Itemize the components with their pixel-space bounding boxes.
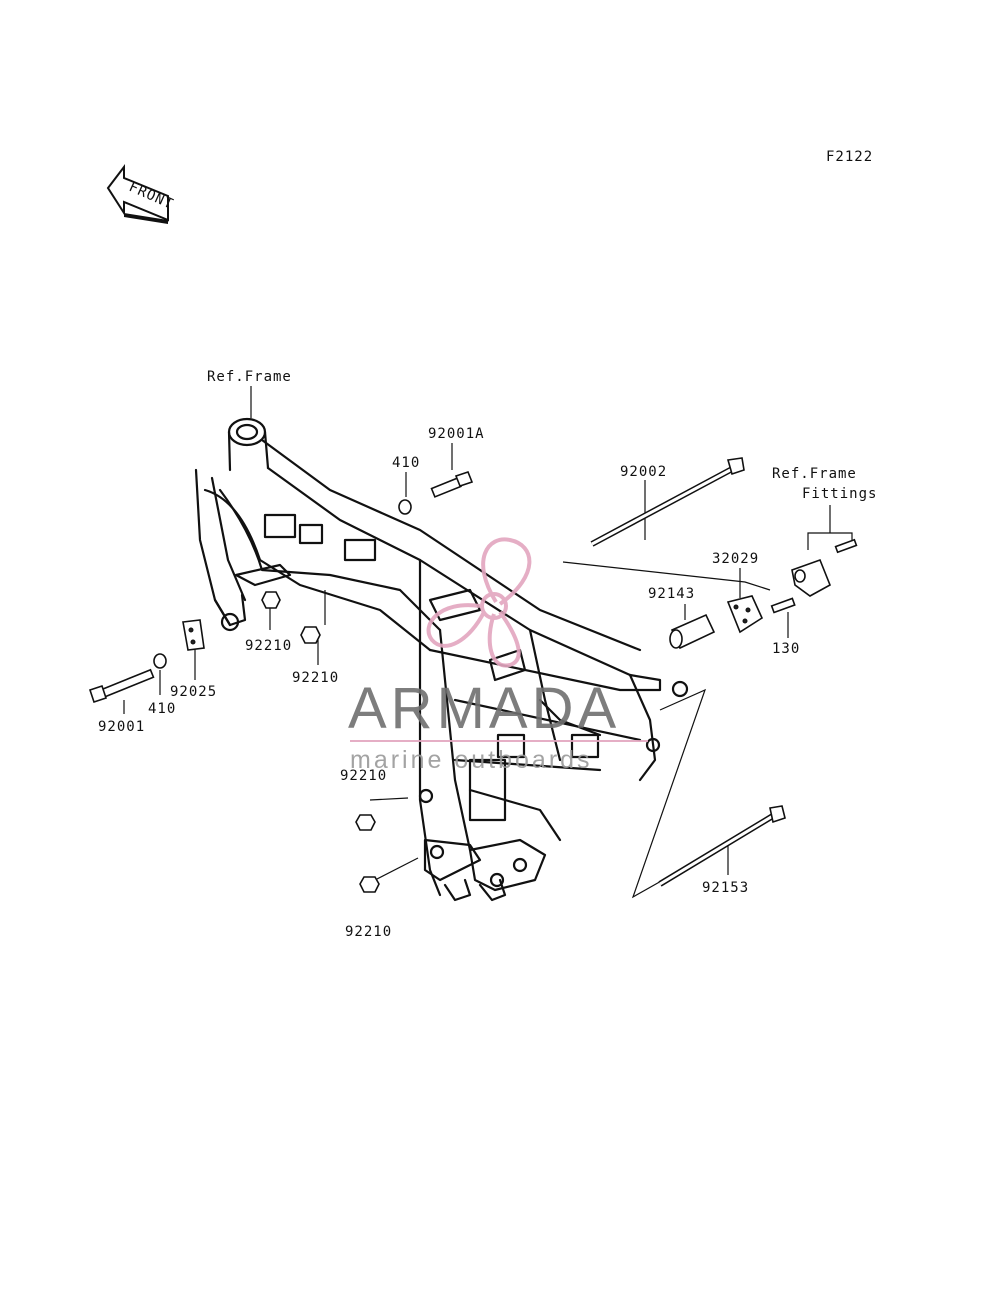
label-92153: 92153 bbox=[702, 880, 749, 896]
label-ref-frame-fittings-line1: Ref.Frame bbox=[772, 466, 857, 482]
label-92025: 92025 bbox=[170, 684, 217, 700]
label-410-left: 410 bbox=[148, 701, 176, 717]
label-410-top: 410 bbox=[392, 455, 420, 471]
part-92002-bolt bbox=[590, 457, 745, 547]
part-130-bolt bbox=[770, 597, 796, 614]
front-arrow-icon: FRONT bbox=[106, 164, 176, 224]
part-92025-bracket bbox=[182, 619, 205, 651]
part-92210-nut-a bbox=[261, 591, 281, 609]
part-92001-bolt bbox=[88, 668, 155, 704]
label-130: 130 bbox=[772, 641, 800, 657]
part-labels: Ref.Frame Ref.Frame Fittings 92001A 410 … bbox=[98, 369, 877, 940]
part-410-washer-left bbox=[153, 653, 167, 669]
label-92210-c: 92210 bbox=[340, 768, 387, 784]
part-fittings-bracket bbox=[791, 538, 858, 597]
label-92210-d: 92210 bbox=[345, 924, 392, 940]
watermark-title: ARMADA bbox=[348, 676, 620, 741]
label-92143: 92143 bbox=[648, 586, 695, 602]
part-92143-collar bbox=[669, 613, 716, 650]
watermark: ARMADA marine outboards bbox=[348, 537, 648, 774]
label-ref-frame-fittings-line2: Fittings bbox=[802, 486, 877, 502]
frame-drawing bbox=[194, 417, 689, 902]
label-92210-b: 92210 bbox=[292, 670, 339, 686]
label-92001A: 92001A bbox=[428, 426, 485, 442]
part-92210-nut-d bbox=[359, 876, 380, 893]
label-92210-a: 92210 bbox=[245, 638, 292, 654]
part-92210-nut-b bbox=[300, 626, 321, 644]
label-32029: 32029 bbox=[712, 551, 759, 567]
label-ref-frame-top: Ref.Frame bbox=[207, 369, 292, 385]
part-32029-plate bbox=[726, 595, 764, 634]
part-92153-bolt bbox=[658, 805, 786, 887]
label-92002: 92002 bbox=[620, 464, 667, 480]
watermark-subtitle: marine outboards bbox=[350, 746, 593, 774]
label-92001: 92001 bbox=[98, 719, 145, 735]
part-92210-nut-c bbox=[355, 814, 376, 831]
part-92001A-bolt bbox=[430, 471, 474, 498]
part-410-washer-top bbox=[398, 499, 412, 515]
diagram-code: F2122 bbox=[826, 149, 873, 165]
propeller-logo-icon bbox=[426, 537, 532, 668]
